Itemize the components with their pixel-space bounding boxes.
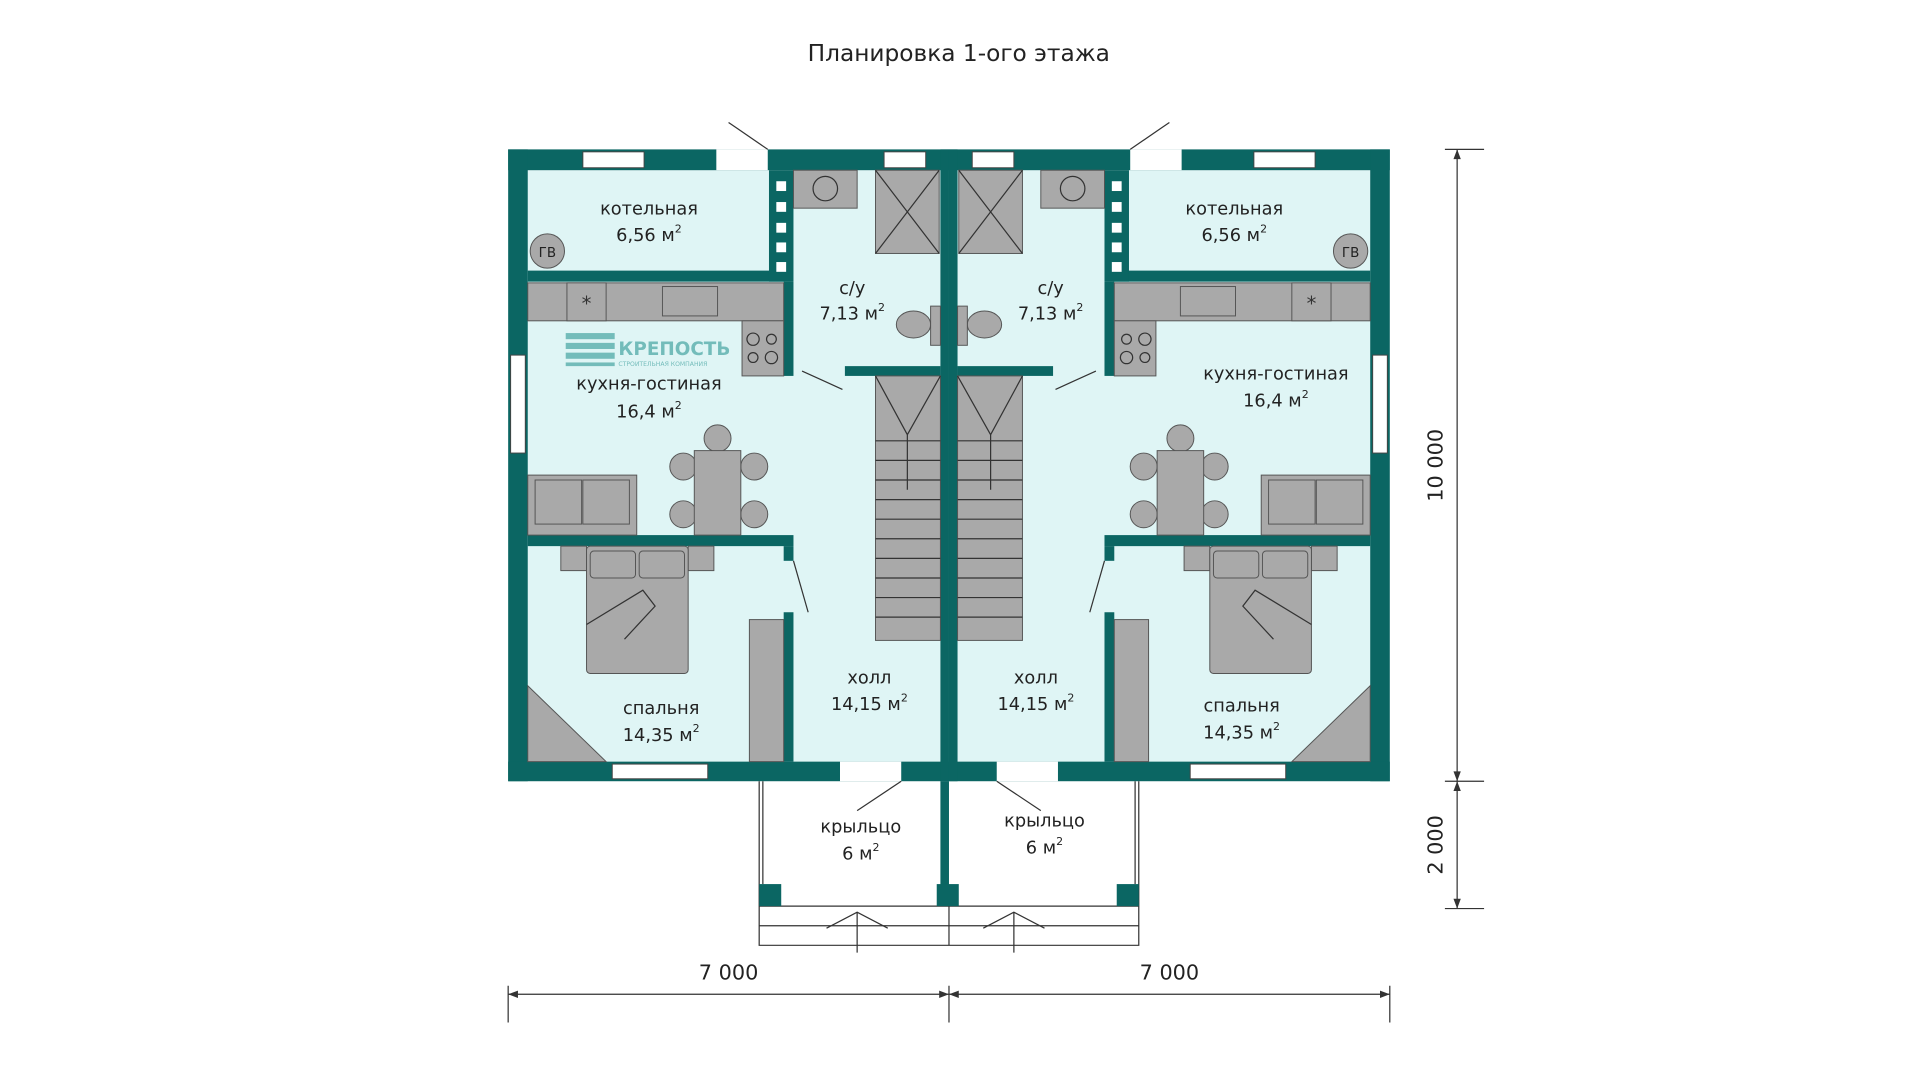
dimension-width-left: 7 000 bbox=[699, 961, 759, 985]
room-label-left-bedroom: спальня 14,35 м2 bbox=[623, 699, 700, 746]
room-label-left-boiler: котельная 6,56 м2 bbox=[600, 199, 698, 246]
room-label-left-kitchen: кухня-гостиная 16,4 м2 bbox=[576, 374, 721, 422]
room-label-right-kitchen: кухня-гостиная 16,4 м2 bbox=[1203, 365, 1348, 412]
dimension-depth-porch: 2 000 bbox=[1423, 815, 1447, 875]
svg-text:7,13 м2: 7,13 м2 bbox=[1018, 301, 1084, 325]
logo-subtitle: СТРОИТЕЛЬНАЯ КОМПАНИЯ bbox=[618, 361, 707, 368]
dimension-width-right: 7 000 bbox=[1140, 961, 1200, 985]
svg-text:крыльцо: крыльцо bbox=[820, 818, 901, 838]
svg-text:16,4 м2: 16,4 м2 bbox=[1243, 388, 1309, 412]
svg-text:кухня-гостиная: кухня-гостиная bbox=[576, 374, 721, 394]
room-label-right-porch: крыльцо 6 м2 bbox=[1004, 812, 1085, 859]
room-label-left-porch: крыльцо 6 м2 bbox=[820, 818, 901, 865]
room-label-left-hall: холл 14,15 м2 bbox=[831, 668, 908, 715]
dimension-lines bbox=[507, 148, 1485, 1023]
boiler-symbol-left: ГВ bbox=[539, 246, 556, 261]
svg-text:котельная: котельная bbox=[1185, 199, 1283, 219]
svg-text:14,35 м2: 14,35 м2 bbox=[623, 722, 700, 746]
svg-text:холл: холл bbox=[847, 668, 891, 688]
svg-text:14,15 м2: 14,15 м2 bbox=[997, 692, 1074, 716]
svg-text:6,56 м2: 6,56 м2 bbox=[1201, 223, 1267, 247]
boiler-symbol-right: ГВ bbox=[1342, 246, 1359, 261]
svg-text:6,56 м2: 6,56 м2 bbox=[616, 223, 682, 247]
room-label-right-bedroom: спальня 14,35 м2 bbox=[1203, 696, 1280, 743]
svg-text:14,35 м2: 14,35 м2 bbox=[1203, 720, 1280, 744]
svg-text:7,13 м2: 7,13 м2 bbox=[819, 301, 885, 325]
svg-text:6 м2: 6 м2 bbox=[1026, 835, 1063, 859]
svg-text:с/у: с/у bbox=[1037, 279, 1063, 299]
svg-text:16,4 м2: 16,4 м2 bbox=[616, 399, 682, 423]
svg-text:6 м2: 6 м2 bbox=[842, 841, 879, 865]
svg-text:холл: холл bbox=[1014, 668, 1058, 688]
svg-text:спальня: спальня bbox=[1203, 696, 1279, 716]
room-label-right-hall: холл 14,15 м2 bbox=[997, 668, 1074, 715]
room-label-left-bathroom: с/у 7,13 м2 bbox=[819, 279, 885, 325]
page-title: Планировка 1-ого этажа bbox=[808, 40, 1110, 67]
porches bbox=[758, 781, 1140, 953]
svg-text:кухня-гостиная: кухня-гостиная bbox=[1203, 365, 1348, 385]
svg-text:14,15 м2: 14,15 м2 bbox=[831, 692, 908, 716]
dimension-depth-house: 10 000 bbox=[1423, 429, 1447, 502]
room-label-right-boiler: котельная 6,56 м2 bbox=[1185, 199, 1283, 246]
logo-name: КРЕПОСТЬ bbox=[618, 339, 730, 360]
svg-text:спальня: спальня bbox=[623, 699, 699, 719]
svg-text:крыльцо: крыльцо bbox=[1004, 812, 1085, 832]
company-logo: КРЕПОСТЬ СТРОИТЕЛЬНАЯ КОМПАНИЯ bbox=[565, 333, 730, 368]
room-label-right-bathroom: с/у 7,13 м2 bbox=[1018, 279, 1084, 325]
svg-text:котельная: котельная bbox=[600, 199, 698, 219]
logo-building-icon bbox=[565, 333, 615, 367]
svg-text:с/у: с/у bbox=[839, 279, 865, 299]
